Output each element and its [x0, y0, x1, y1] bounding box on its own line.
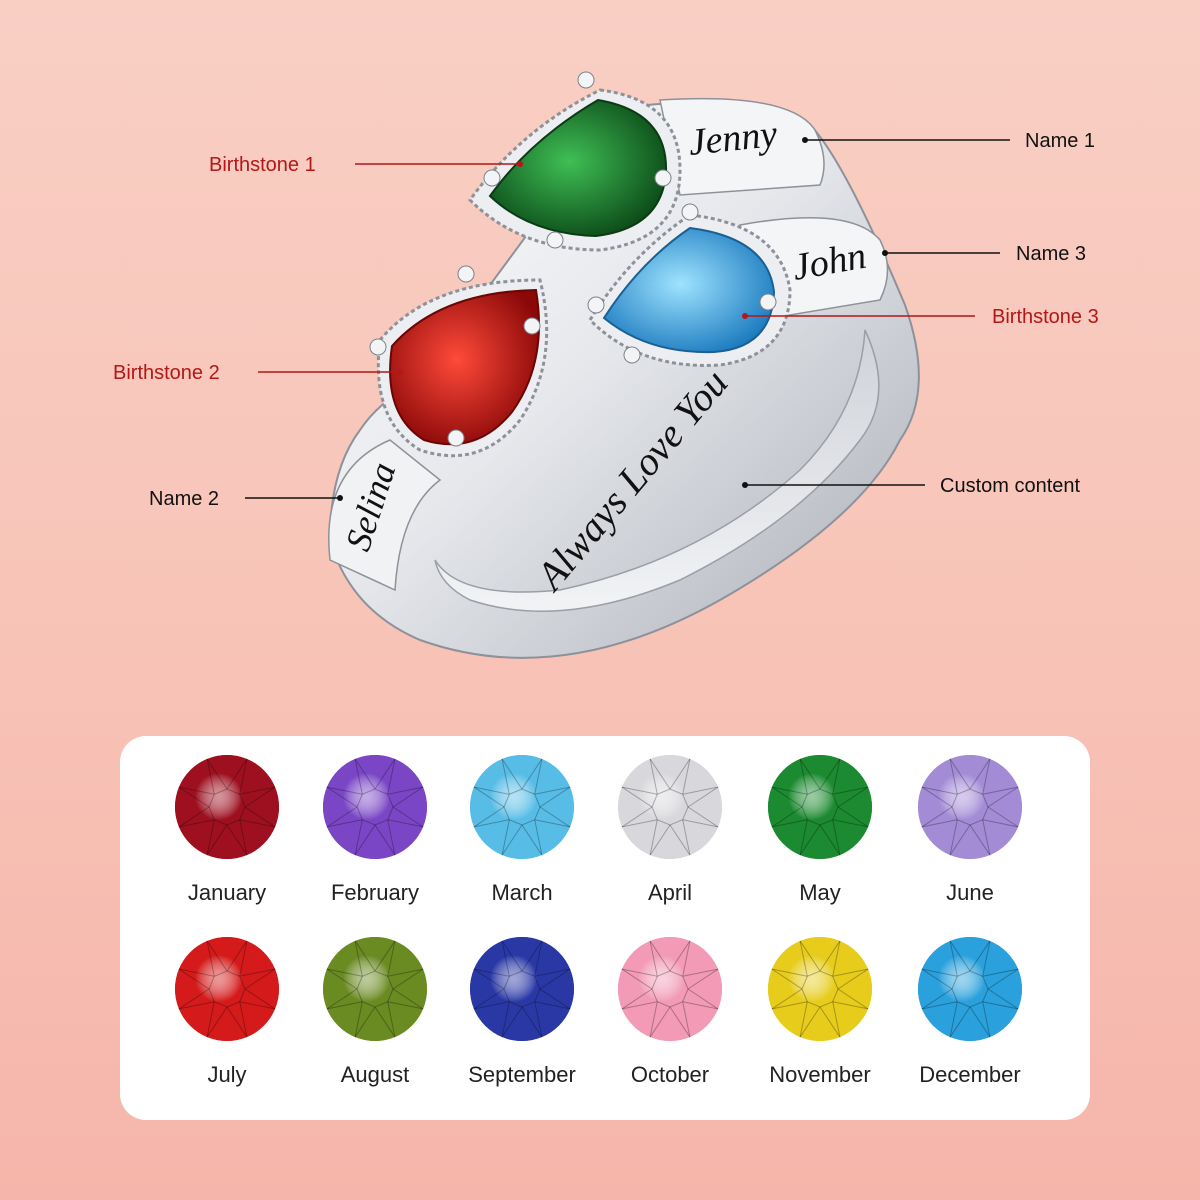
- gem-icon: [470, 755, 574, 859]
- ring-top-band: [659, 97, 825, 196]
- birthstone-item[interactable]: February: [300, 752, 450, 906]
- gem-icon: [918, 755, 1022, 859]
- gem-icon: [768, 937, 872, 1041]
- birthstone-1-gem: [488, 98, 668, 238]
- gem-icon: [470, 937, 574, 1041]
- setting-birthstone-2: [369, 265, 549, 458]
- month-label: March: [491, 880, 553, 905]
- birthstone-item[interactable]: June: [895, 752, 1045, 906]
- gem-icon: [618, 937, 722, 1041]
- gem-icon: [768, 755, 872, 859]
- birthstone-item[interactable]: January: [152, 752, 302, 906]
- gem-icon: [918, 937, 1022, 1041]
- callout-lines: [245, 137, 1010, 501]
- gem-icon: [175, 755, 279, 859]
- callout-name-1: Name 1: [1025, 130, 1096, 152]
- month-label: May: [799, 880, 841, 905]
- ring-inner-surface: [434, 329, 880, 612]
- ring-left-band: [328, 439, 442, 592]
- callout-birthstone-3: Birthstone 3: [992, 306, 1099, 328]
- callout-birthstone-1: Birthstone 1: [209, 154, 316, 176]
- birthstone-item[interactable]: November: [745, 934, 895, 1088]
- gem-icon: [323, 937, 427, 1041]
- month-label: October: [630, 1062, 710, 1087]
- callout-birthstone-2: Birthstone 2: [113, 362, 220, 384]
- birthstone-item[interactable]: September: [447, 934, 597, 1088]
- setting-birthstone-3: [587, 203, 792, 367]
- birthstone-item[interactable]: March: [447, 752, 597, 906]
- gem-icon: [175, 937, 279, 1041]
- month-label: June: [946, 880, 994, 905]
- callout-custom-content: Custom content: [940, 475, 1081, 497]
- birthstone-item[interactable]: December: [895, 934, 1045, 1088]
- birthstone-item[interactable]: October: [595, 934, 745, 1088]
- month-label: February: [330, 880, 420, 905]
- month-label: July: [207, 1062, 247, 1087]
- setting-birthstone-1: [468, 71, 682, 252]
- birthstone-item[interactable]: August: [300, 934, 450, 1088]
- gem-icon: [323, 755, 427, 859]
- month-label: December: [919, 1062, 1021, 1087]
- month-label: September: [468, 1062, 576, 1087]
- month-label: April: [647, 880, 692, 905]
- month-label: August: [340, 1062, 410, 1087]
- birthstone-2-gem: [389, 288, 540, 446]
- engraving-name-1: Jenny: [687, 113, 780, 164]
- birthstone-item[interactable]: April: [595, 752, 745, 906]
- birthstone-3-gem: [602, 226, 776, 354]
- month-label: January: [187, 880, 267, 905]
- callout-name-3: Name 3: [1016, 243, 1087, 265]
- birthstone-item[interactable]: July: [152, 934, 302, 1088]
- month-label: November: [769, 1062, 871, 1087]
- ring-illustration: Jenny John Selina Always Love You: [245, 71, 1010, 659]
- callout-name-2: Name 2: [149, 488, 220, 510]
- birthstone-item[interactable]: May: [745, 752, 895, 906]
- gem-icon: [618, 755, 722, 859]
